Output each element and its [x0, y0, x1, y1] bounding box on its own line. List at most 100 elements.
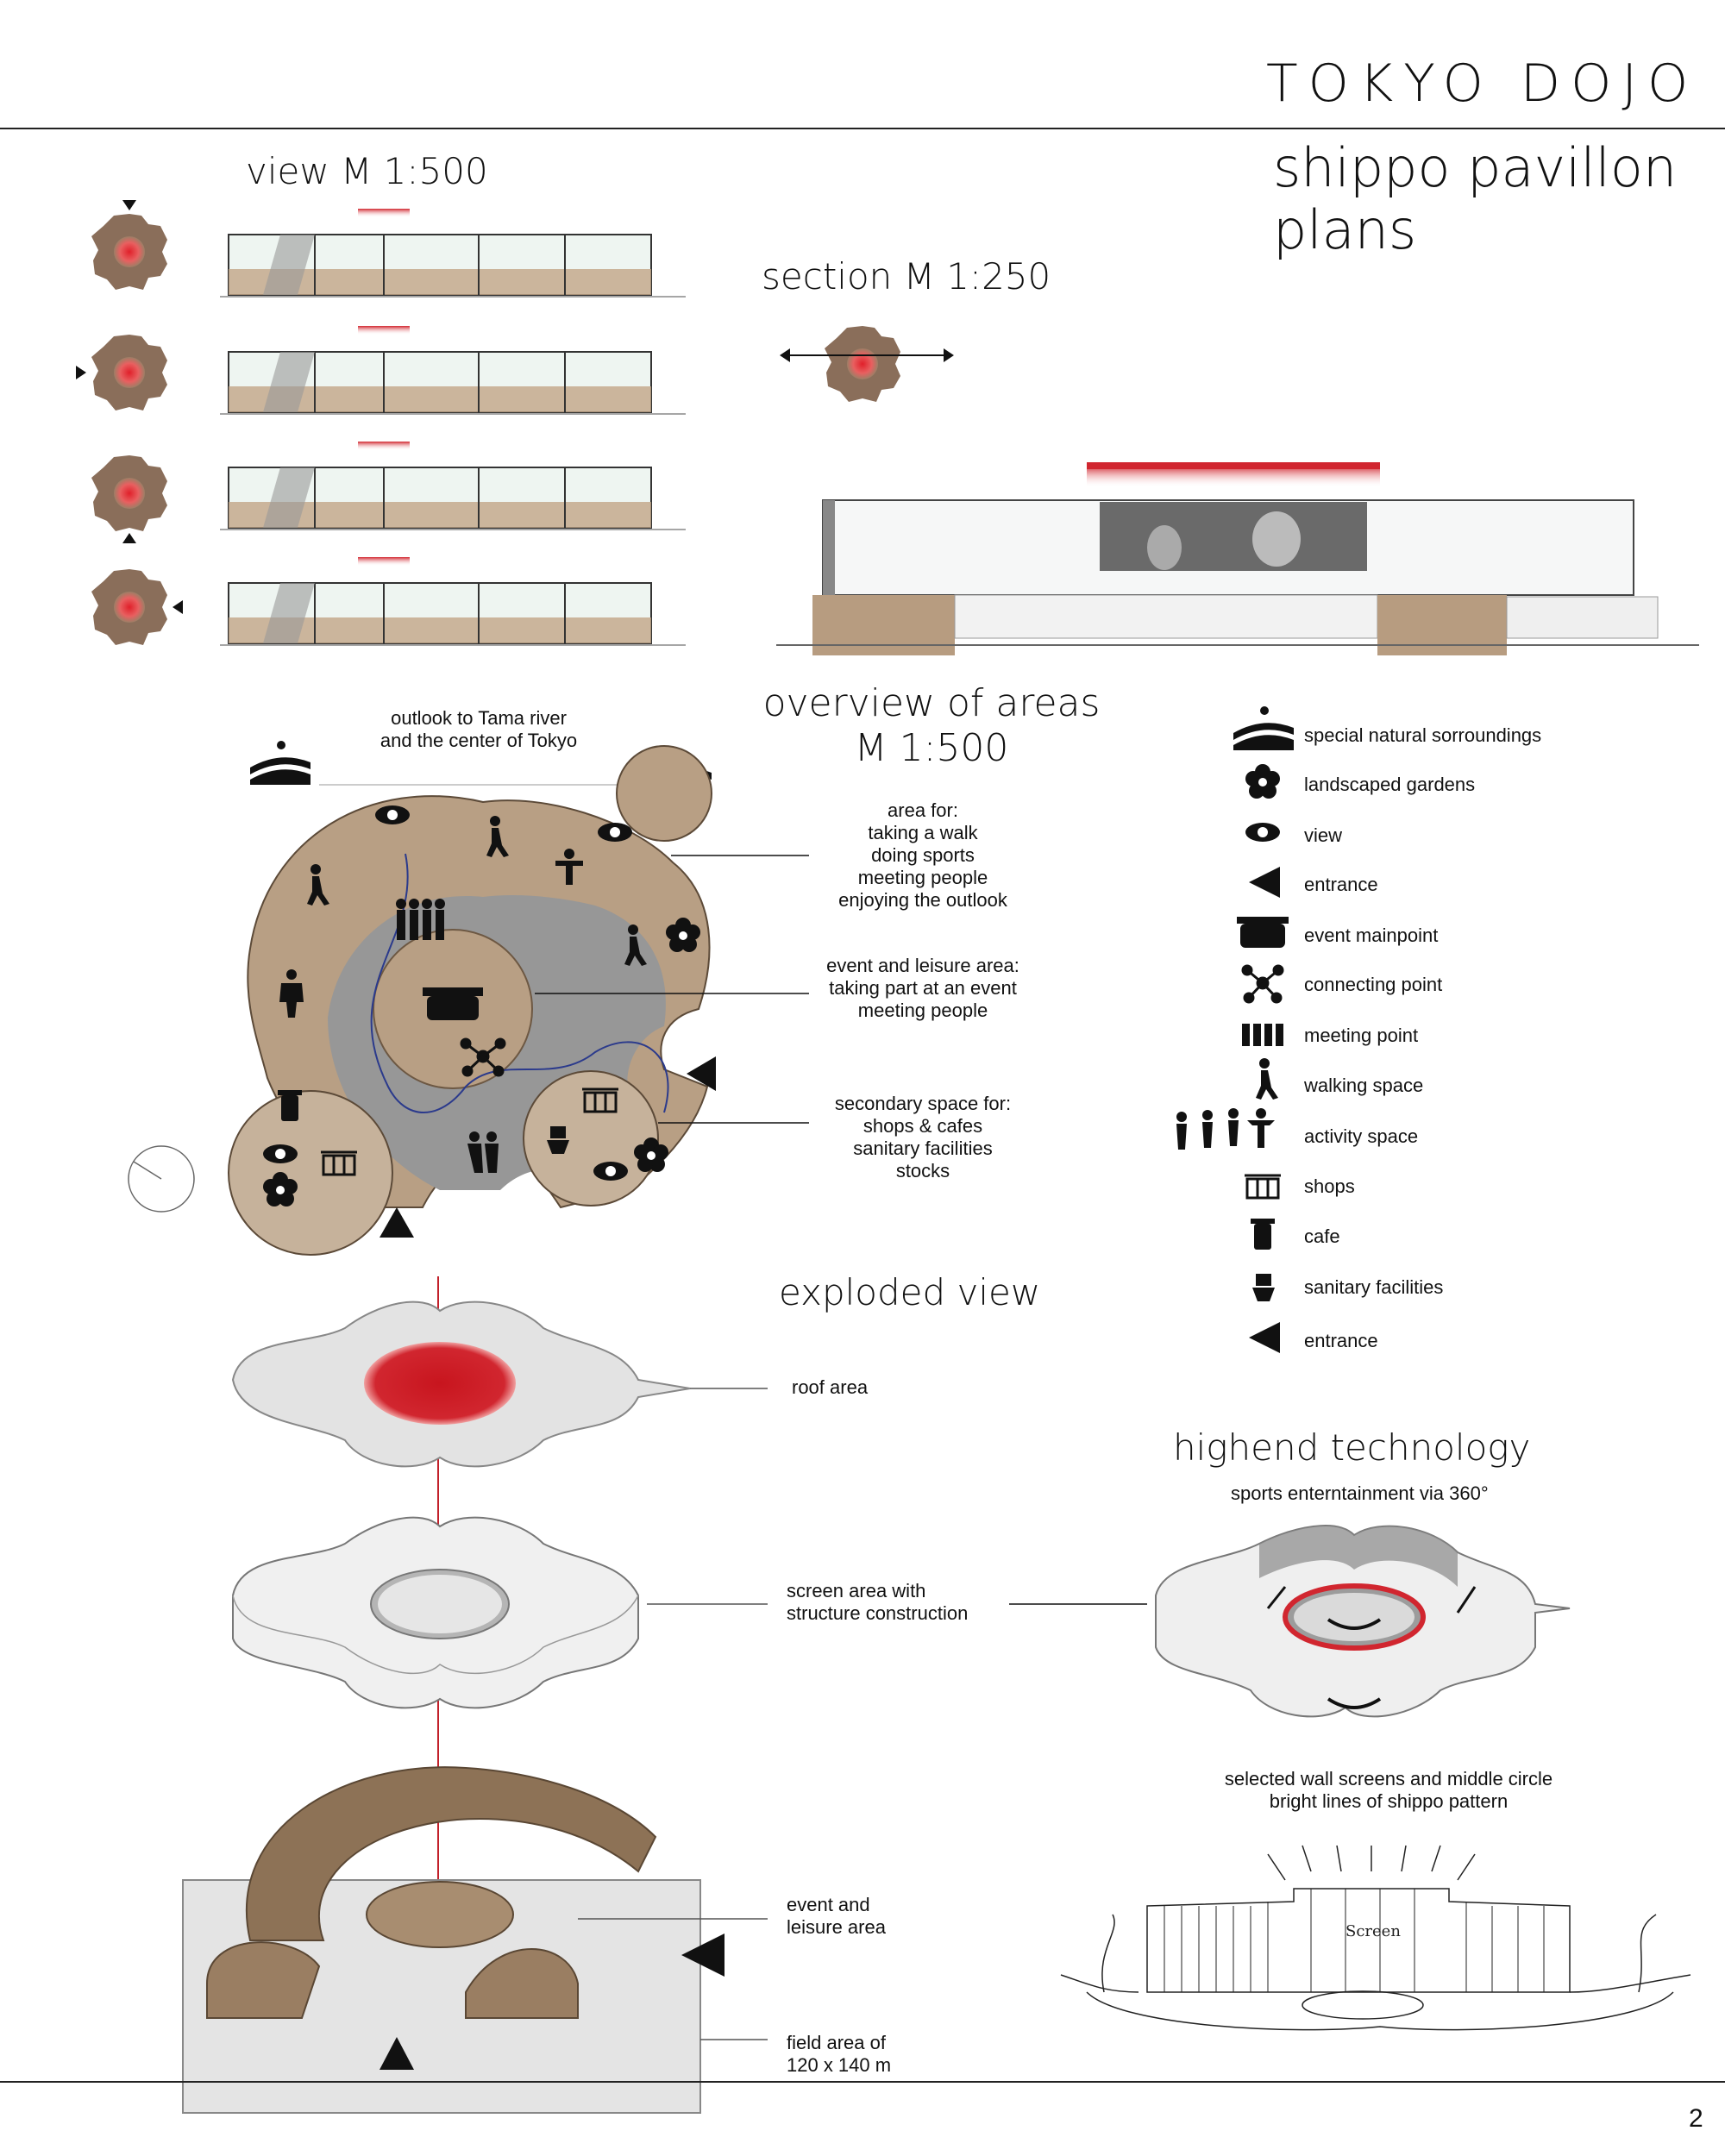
- outlook-line2: and the center of Tokyo: [380, 730, 578, 751]
- legend-item-label: special natural sorroundings: [1304, 724, 1542, 746]
- network-icon: [460, 1037, 506, 1077]
- activity-people-icon: [467, 1131, 499, 1173]
- tech-note-line2: bright lines of shippo pattern: [1269, 1790, 1509, 1812]
- legend-item-label: view: [1304, 824, 1343, 846]
- tech-diagram: [1009, 1525, 1571, 1718]
- overview-title-line1: overview of areas: [762, 681, 1101, 725]
- entrance-triangle-icon: [1249, 1322, 1280, 1353]
- exploded-title: exploded view: [779, 1271, 1041, 1313]
- tech-note: selected wall screens and middle circle …: [1130, 1768, 1647, 1813]
- event-line: event and leisure area:: [826, 955, 1019, 976]
- field-line2: 120 x 140 m: [787, 2054, 892, 2076]
- area-line: taking a walk: [868, 822, 978, 843]
- legend-item-label: shops: [1304, 1175, 1355, 1197]
- legend-item-label: entrance: [1304, 1330, 1378, 1351]
- event-leisure-caption: event and leisure area: [787, 1894, 886, 1939]
- legend-item-label: walking space: [1304, 1075, 1424, 1096]
- secondary-line: secondary space for:: [834, 1093, 1012, 1114]
- outlook-line1: outlook to Tama river: [391, 707, 567, 729]
- cup-icon: [1251, 1219, 1275, 1250]
- page-number: 2: [1689, 2104, 1703, 2133]
- activity-people-icon: [279, 969, 304, 1018]
- legend-item-label: meeting point: [1304, 1025, 1419, 1046]
- secondary-line: shops & cafes: [862, 1115, 983, 1137]
- area-line: area for:: [888, 799, 958, 821]
- cup-icon: [278, 1090, 302, 1121]
- event-line: meeting people: [857, 1000, 988, 1021]
- basket-icon: [1245, 1174, 1281, 1200]
- eye-icon: [593, 1162, 628, 1181]
- legend-item-label: sanitary facilities: [1304, 1276, 1444, 1298]
- eye-icon: [263, 1144, 298, 1163]
- walking-person-icon: [624, 924, 647, 966]
- eye-icon: [598, 823, 632, 842]
- event-leisure-line2: leisure area: [787, 1916, 886, 1938]
- basket-icon: [582, 1087, 618, 1113]
- screen-caption: screen area with structure construction: [787, 1580, 968, 1625]
- secondary-line: sanitary facilities: [853, 1138, 993, 1159]
- tech-title: highend technology: [1173, 1426, 1531, 1469]
- legend-item-label: cafe: [1304, 1225, 1340, 1247]
- stadium-icon: [423, 987, 483, 1020]
- elevation-views: [76, 200, 687, 646]
- view-title: view M 1:500: [246, 150, 488, 192]
- section-title: section M 1:250: [762, 255, 1051, 298]
- legend-icons: [1176, 706, 1294, 1353]
- event-line: taking part at an event: [829, 977, 1017, 999]
- secondary-caption: secondary space for: shops & cafes sanit…: [776, 1093, 1070, 1182]
- people-group-icon: [1242, 1024, 1283, 1046]
- entrance-triangle-icon: [687, 1056, 716, 1091]
- sketch-label: Screen: [1346, 1922, 1401, 1940]
- subtitle-line1: shippo pavillon: [1273, 136, 1678, 199]
- field-line1: field area of: [787, 2032, 886, 2053]
- legend-item-label: entrance: [1304, 874, 1378, 895]
- legend-item-label: event mainpoint: [1304, 924, 1439, 946]
- flower-icon: [634, 1138, 668, 1172]
- tech-subtitle: sports enterntainment via 360°: [1231, 1482, 1489, 1504]
- eye-icon: [375, 805, 410, 824]
- legend-item-label: activity space: [1304, 1125, 1419, 1147]
- screen-line2: structure construction: [787, 1602, 969, 1624]
- people-group-icon: [396, 899, 445, 940]
- overview-title: overview of areas M 1:500: [737, 681, 1126, 771]
- outlook-caption: outlook to Tama river and the center of …: [341, 707, 617, 752]
- toilet-icon: [547, 1126, 569, 1154]
- event-leisure-line1: event and: [787, 1894, 870, 1915]
- flower-icon: [666, 918, 700, 952]
- entrance-triangle-icon: [380, 1207, 414, 1238]
- field-caption: field area of 120 x 140 m: [787, 2032, 891, 2077]
- header-rule: [0, 128, 1725, 129]
- event-caption: event and leisure area: taking part at a…: [776, 955, 1070, 1022]
- tech-note-line1: selected wall screens and middle circle: [1224, 1768, 1553, 1789]
- walking-person-icon: [486, 816, 509, 857]
- roof-caption: roof area: [792, 1376, 869, 1398]
- footer-rule: [0, 2081, 1725, 2083]
- eye-icon: [1245, 823, 1280, 842]
- subtitle-line2: plans: [1273, 198, 1417, 261]
- area-line: doing sports: [871, 844, 975, 866]
- area-caption: area for: taking a walk doing sports mee…: [776, 799, 1070, 912]
- screen-line1: screen area with: [787, 1580, 926, 1601]
- walking-person-icon: [1256, 1058, 1278, 1100]
- walking-person-icon: [307, 864, 329, 906]
- activity-people-icon: [1176, 1108, 1275, 1150]
- network-icon: [1241, 964, 1284, 1004]
- legend-item-label: connecting point: [1304, 974, 1443, 995]
- flower-icon: [263, 1172, 298, 1206]
- overview-plan: [228, 741, 809, 1256]
- section-drawing: [776, 326, 1699, 655]
- entrance-triangle-icon: [1249, 867, 1280, 898]
- landscape-icon: [1233, 706, 1294, 750]
- landscape-icon: [250, 741, 310, 785]
- stadium-icon: [1237, 917, 1289, 948]
- exploded-drawing: [182, 1276, 768, 2114]
- area-line: meeting people: [857, 867, 988, 888]
- toilet-icon: [1252, 1274, 1275, 1301]
- overview-title-line2: M 1:500: [854, 726, 1009, 770]
- page-title: TOKYO DOJO: [1266, 53, 1699, 114]
- flower-icon: [1245, 764, 1280, 799]
- activity-people-icon: [555, 849, 583, 885]
- area-line: enjoying the outlook: [838, 889, 1007, 911]
- tech-sketch: Screen: [1060, 1845, 1691, 2031]
- basket-icon: [321, 1150, 357, 1176]
